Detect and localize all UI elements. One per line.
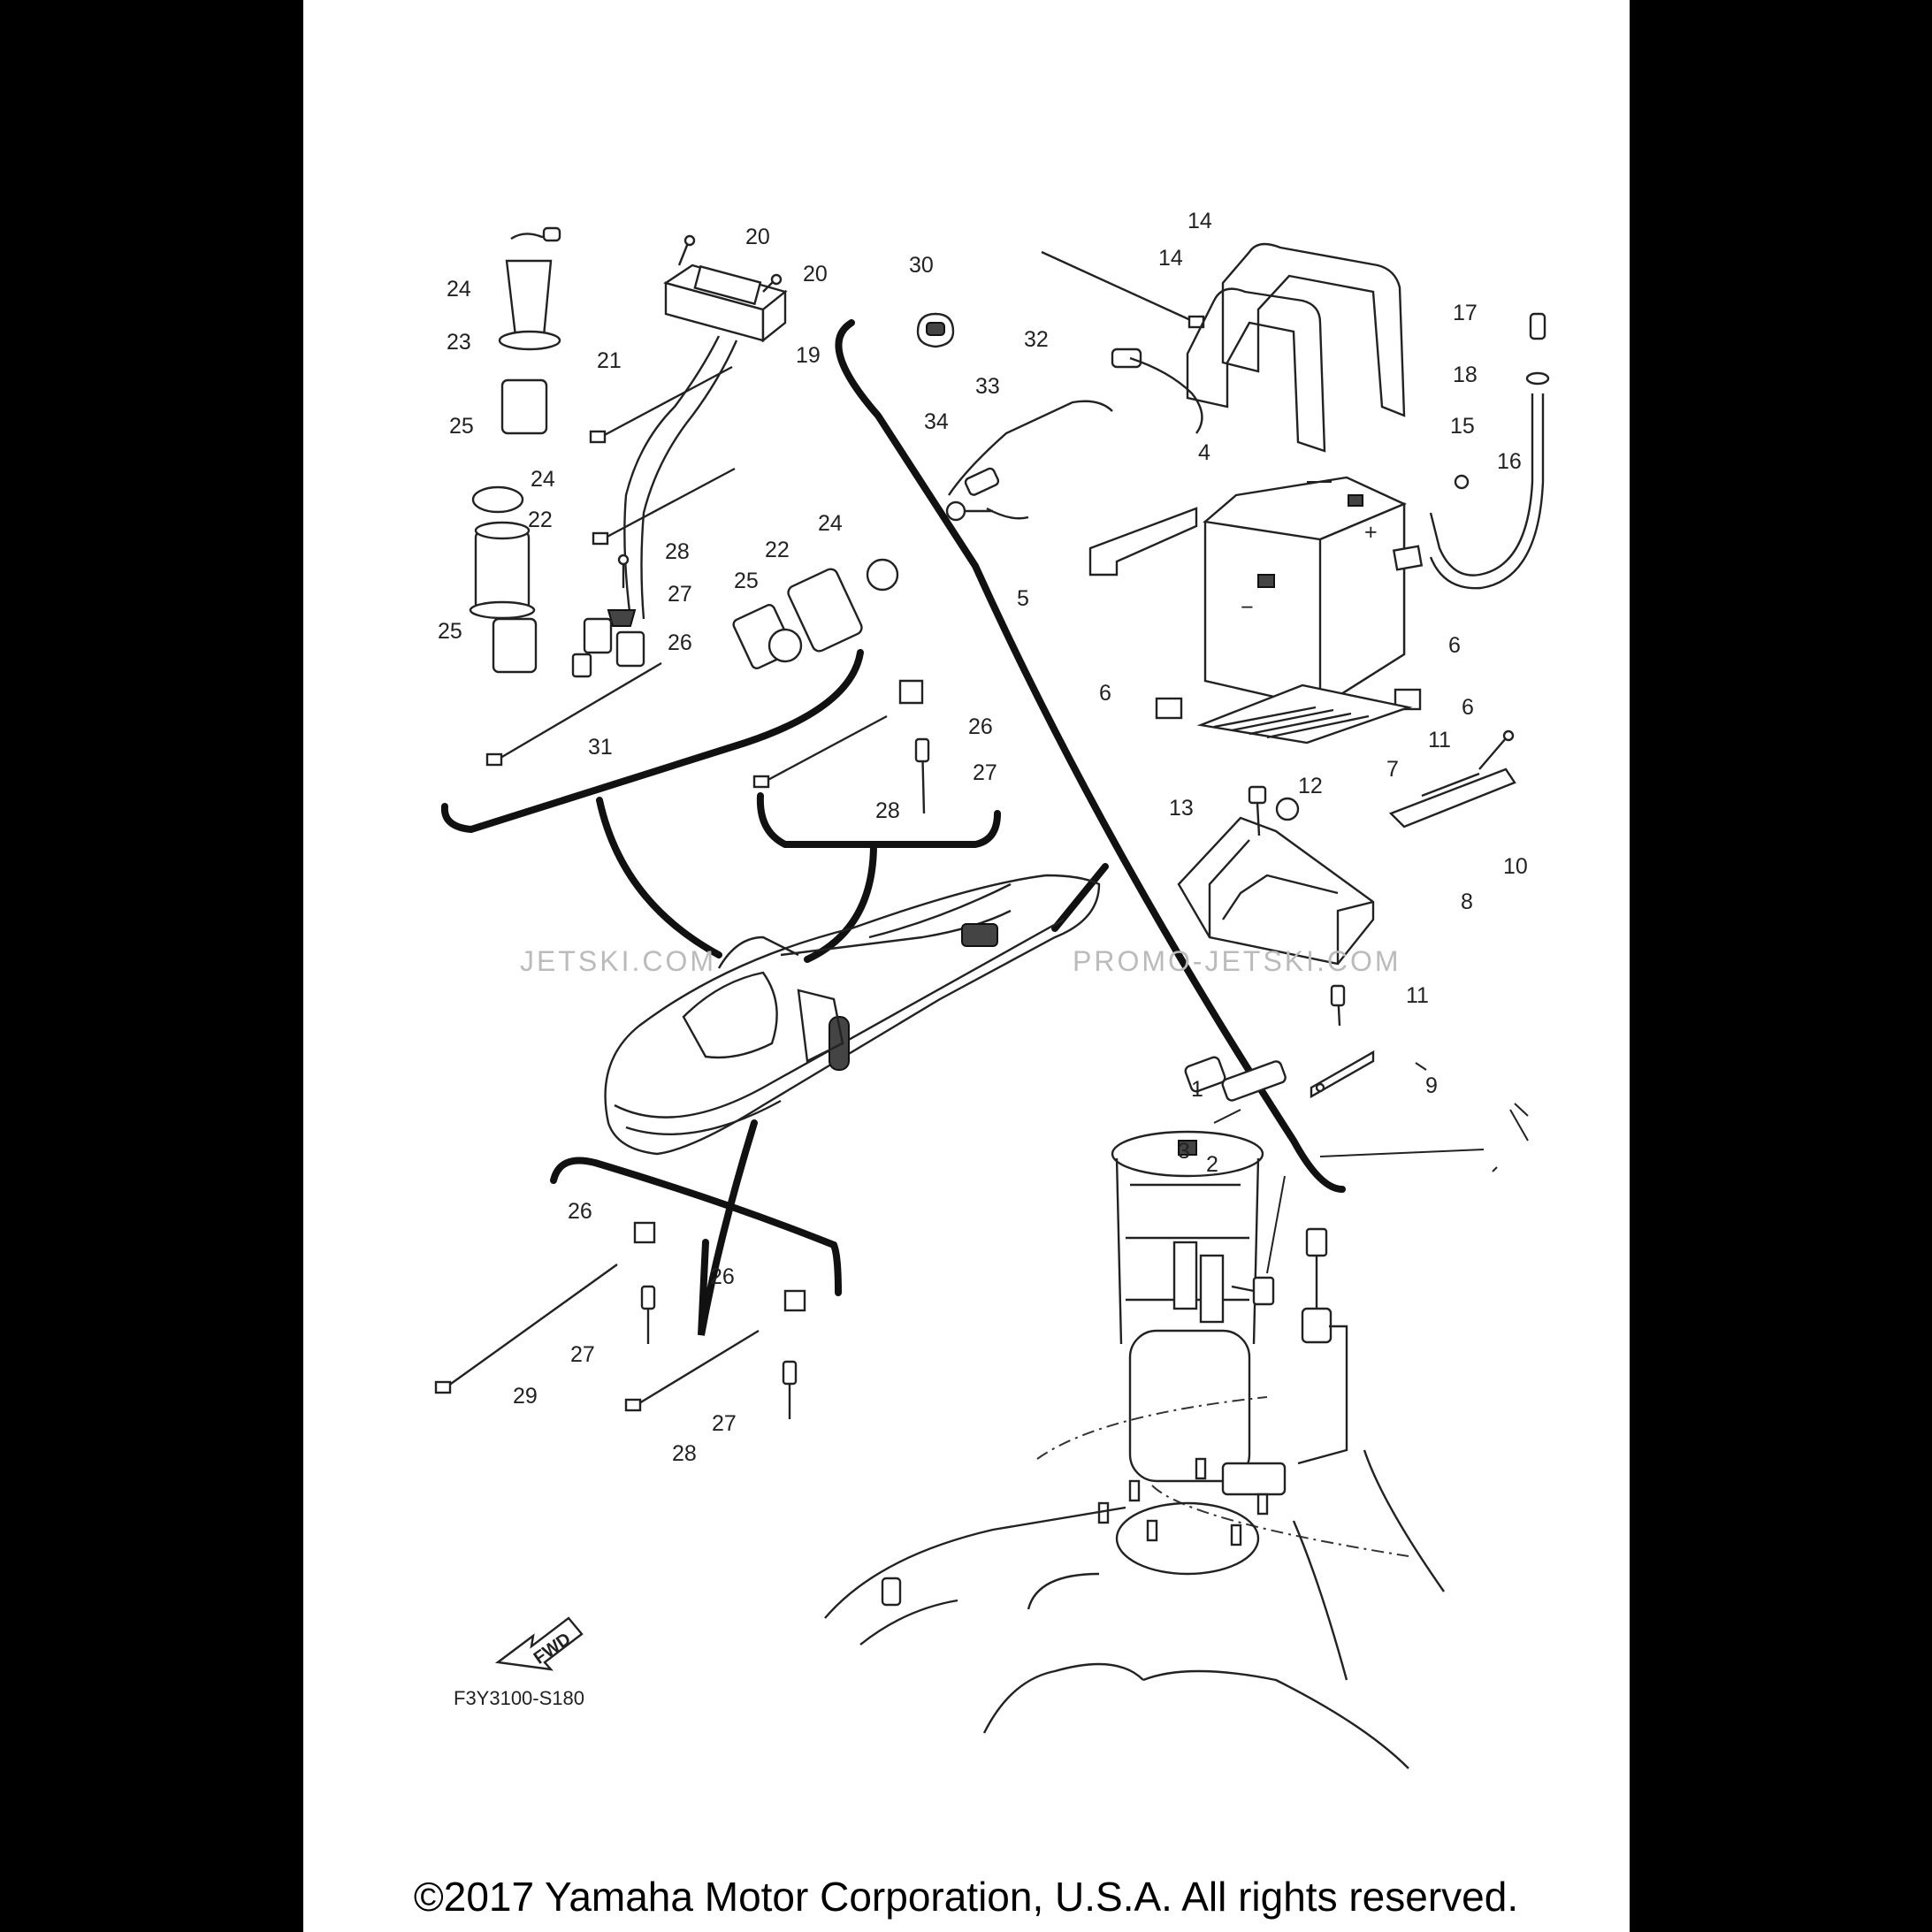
callout-25-bottom: 25 [438, 619, 462, 644]
part-24-clips [471, 485, 899, 592]
callout-7: 7 [1386, 757, 1399, 782]
part-33-cable [948, 347, 1203, 520]
watercraft-illustration [604, 874, 1101, 1156]
diagram-sheet: − + [303, 0, 1630, 1932]
callout-2: 2 [1206, 1152, 1218, 1177]
leader-lines [1213, 481, 1529, 1274]
part-2-sender [1297, 1227, 1348, 1465]
callout-33: 33 [975, 374, 1000, 399]
callout-labels: 1 2 3 4 5 6 6 6 7 8 9 10 11 11 12 13 14 … [438, 209, 1528, 1466]
part-1-fuel-pump [1111, 1056, 1287, 1483]
callout-6-right-top: 6 [1448, 633, 1461, 658]
callout-5: 5 [1017, 586, 1029, 611]
callout-12: 12 [1298, 774, 1323, 798]
part-22-cylinders [469, 521, 863, 663]
part-4-battery: − + [1203, 476, 1407, 710]
callout-26-top: 26 [668, 630, 692, 655]
part-9-plate [1310, 1050, 1375, 1099]
part-19-box [623, 263, 788, 620]
callout-10: 10 [1503, 854, 1528, 879]
callout-32: 32 [1024, 327, 1049, 352]
part-32-tie [1041, 250, 1205, 329]
callout-26-lower-left: 26 [568, 1199, 592, 1224]
callout-4: 4 [1198, 440, 1210, 465]
callout-14-left: 14 [1158, 246, 1183, 271]
part-14-straps [1186, 242, 1406, 453]
callout-30: 30 [909, 253, 934, 278]
callout-28-top: 28 [665, 539, 690, 564]
copyright-notice: ©2017 Yamaha Motor Corporation, U.S.A. A… [413, 1874, 1519, 1920]
watermark-left: JETSKI.COM [520, 945, 716, 977]
callout-8: 8 [1461, 890, 1473, 914]
part-21-28-31-ties [485, 365, 888, 789]
callout-24-mid: 24 [531, 467, 555, 492]
callout-1: 1 [1191, 1077, 1203, 1102]
part-7-mat [1196, 683, 1413, 745]
fwd-arrow: FWD [494, 1616, 584, 1671]
parts-diagram: − + [434, 209, 1550, 1769]
callout-22-right: 22 [765, 538, 790, 562]
callout-21: 21 [597, 348, 622, 373]
callout-11-bottom: 11 [1406, 983, 1429, 1008]
part-25-sleeves [492, 378, 794, 674]
callout-20-right: 20 [803, 262, 828, 286]
callout-26-mid: 26 [968, 714, 993, 739]
callout-34: 34 [924, 409, 949, 434]
part-34-bolt [945, 500, 993, 522]
callout-26-lower-right: 26 [710, 1264, 735, 1289]
tank-outline [824, 1396, 1445, 1769]
callout-16: 16 [1497, 449, 1522, 474]
part-5-bracket [1088, 507, 1198, 577]
callout-27-lower-left: 27 [570, 1342, 595, 1367]
callout-28-mid: 28 [875, 798, 900, 823]
callout-25-right: 25 [734, 569, 759, 593]
callout-22-left: 22 [528, 508, 553, 532]
part-12-13-hardware [1248, 785, 1300, 836]
part-8-tray [1177, 816, 1375, 966]
callout-11-top: 11 [1428, 728, 1451, 752]
diagram-code: F3Y3100-S180 [454, 1687, 584, 1709]
watermark-right: PROMO-JETSKI.COM [1073, 945, 1401, 977]
callout-15: 15 [1450, 414, 1475, 439]
callout-6-left: 6 [1099, 681, 1111, 706]
connector-cluster [571, 617, 645, 678]
callout-24-right: 24 [818, 511, 843, 536]
callout-27-top: 27 [668, 582, 692, 607]
callout-3: 3 [1178, 1139, 1190, 1164]
callout-20-top: 20 [745, 225, 770, 249]
callout-14-right: 14 [1187, 209, 1212, 233]
svg-text:+: + [1364, 520, 1378, 545]
callout-19: 19 [796, 343, 821, 368]
part-6-pads [1155, 545, 1424, 720]
callout-13: 13 [1169, 796, 1194, 821]
part-3-harness [1231, 1276, 1275, 1306]
callout-18: 18 [1453, 363, 1478, 387]
part-26-27-fasteners [607, 554, 930, 814]
callout-23: 23 [447, 330, 471, 355]
callout-24-top: 24 [447, 277, 471, 302]
callout-27-lower-right: 27 [712, 1411, 737, 1436]
callout-25-top: 25 [449, 414, 474, 439]
svg-text:−: − [1241, 595, 1254, 620]
callout-28-lower: 28 [672, 1441, 697, 1466]
part-20-screws [677, 234, 783, 293]
part-15-18-vent [1429, 312, 1550, 590]
part-23-cup [498, 226, 561, 351]
callout-27-mid: 27 [973, 760, 997, 785]
callout-6-right: 6 [1462, 695, 1474, 720]
part-11-pins [1330, 729, 1515, 1027]
part-30-clamp [916, 312, 955, 348]
callout-29: 29 [513, 1384, 538, 1409]
tank-studs [1097, 1457, 1269, 1546]
callout-31: 31 [588, 735, 613, 760]
part-10-bracket [1388, 767, 1516, 829]
group-outlines [440, 319, 1346, 1336]
callout-17: 17 [1453, 301, 1478, 325]
lower-fasteners [434, 1221, 806, 1419]
callout-9: 9 [1425, 1073, 1438, 1098]
